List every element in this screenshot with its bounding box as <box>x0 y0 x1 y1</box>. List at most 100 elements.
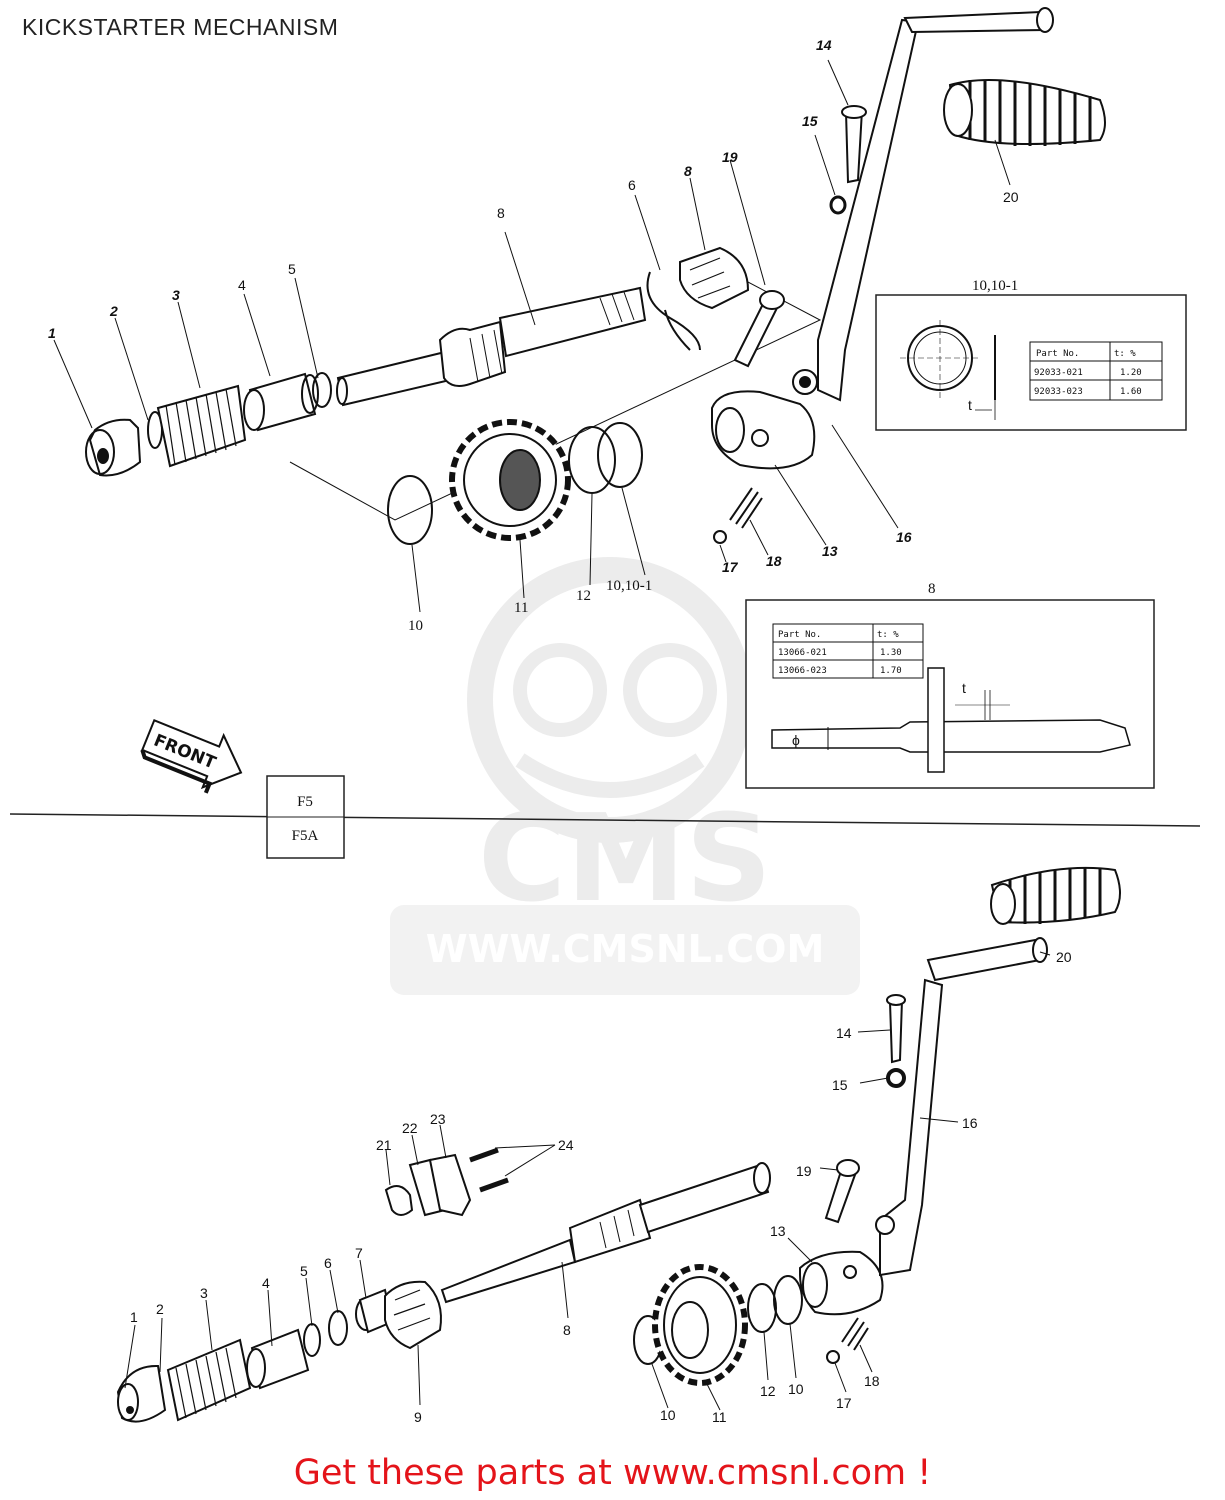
callout-top-4: 4 <box>238 277 246 293</box>
bottom-part-3-spring <box>166 1338 252 1422</box>
callout-bottom-2: 2 <box>156 1301 164 1317</box>
bottom-part-1-cap <box>116 1364 167 1423</box>
top-part-14-bolt <box>844 108 864 184</box>
detail-shaft: 8 Part No. t: % 13066-021 1.30 13066-023… <box>745 581 1155 789</box>
bottom-part-6-washer <box>328 1310 348 1346</box>
cta-link[interactable]: Get these parts at www.cmsnl.com ! <box>293 1453 932 1493</box>
bottom-assembly <box>116 866 1121 1423</box>
bottom-part-21-plate <box>384 1185 414 1216</box>
callout-bottom-1: 1 <box>130 1309 138 1325</box>
top-part-20-grip <box>943 79 1106 146</box>
top-part-17-ball <box>713 530 727 544</box>
callout-bottom-12: 12 <box>760 1383 776 1399</box>
callout-bottom-4: 4 <box>262 1275 270 1291</box>
callout-top-8a: 8 <box>497 205 505 221</box>
bottom-part-18-spring <box>841 1317 869 1351</box>
callout-top-8b: 8 <box>684 163 692 179</box>
callout-top-16: 16 <box>896 529 912 545</box>
bottom-part-23-bracket <box>428 1153 472 1217</box>
bottom-part-4-sleeve <box>246 1328 310 1390</box>
callout-bottom-16: 16 <box>962 1115 978 1131</box>
front-arrow: FRONT <box>140 719 243 794</box>
callout-bottom-8: 8 <box>563 1322 571 1338</box>
callout-top-10-10-1: 10,10-1 <box>606 578 652 594</box>
detail-ring-label: 10,10-1 <box>972 278 1018 294</box>
top-part-10-circlip <box>387 475 433 545</box>
callout-bottom-14: 14 <box>836 1025 852 1041</box>
callout-bottom-23: 23 <box>430 1111 446 1127</box>
callout-bottom-9: 9 <box>414 1409 422 1425</box>
callout-bottom-13: 13 <box>770 1223 786 1239</box>
callout-top-15: 15 <box>802 113 818 129</box>
top-assembly <box>53 7 1106 613</box>
bottom-part-10-shim <box>773 1275 803 1325</box>
top-part-8-ratchet <box>679 246 750 310</box>
bottom-part-20-grip <box>990 866 1121 925</box>
callout-top-3: 3 <box>172 287 180 303</box>
callout-top-13: 13 <box>822 543 838 559</box>
callout-bottom-7: 7 <box>355 1245 363 1261</box>
callout-bottom-5: 5 <box>300 1263 308 1279</box>
detail-shaft-r1c2: 1.30 <box>880 648 902 658</box>
callout-top-2: 2 <box>109 303 118 319</box>
callout-bottom-3: 3 <box>200 1285 208 1301</box>
detail-ring-h1: Part No. <box>1036 349 1079 359</box>
detail-ring-r2c2: 1.60 <box>1120 387 1142 397</box>
callout-top-18: 18 <box>766 553 782 569</box>
model-box: F5 F5A <box>266 775 345 859</box>
bottom-part-19-bolt <box>824 1159 860 1224</box>
section-divider <box>9 813 1201 827</box>
callout-top-10: 10 <box>408 618 423 634</box>
bottom-part-5-washer <box>303 1323 321 1357</box>
page-title: KICKSTARTER MECHANISM <box>22 14 339 40</box>
detail-shaft-r2c2: 1.70 <box>880 666 902 676</box>
callout-bottom-19: 19 <box>796 1163 812 1179</box>
bottom-part-15-washer <box>886 1068 906 1088</box>
callout-top-6: 6 <box>628 177 636 193</box>
detail-ring-r2c1: 92033-023 <box>1034 387 1083 397</box>
callout-bottom-10a: 10 <box>660 1407 676 1423</box>
callout-top-11: 11 <box>514 600 528 616</box>
callout-bottom-22: 22 <box>402 1120 418 1136</box>
callout-top-20: 20 <box>1003 189 1019 205</box>
detail-shaft-h1: Part No. <box>778 630 821 640</box>
bottom-part-13-boss <box>799 1250 884 1316</box>
top-part-11-gear <box>449 419 571 541</box>
callout-bottom-20: 20 <box>1056 949 1072 965</box>
top-part-4-sleeve <box>243 372 319 432</box>
detail-shaft-dia: ϕ <box>792 732 800 748</box>
callout-top-19: 19 <box>722 149 738 165</box>
bottom-part-14-bolt <box>888 998 904 1064</box>
callout-top-17: 17 <box>722 559 739 575</box>
bottom-part-8-shaft <box>440 1162 771 1304</box>
detail-ring-r1c1: 92033-021 <box>1034 368 1083 378</box>
detail-shaft-r2c1: 13066-023 <box>778 666 827 676</box>
watermark: CMS WWW.CMSNL.COM <box>390 557 860 995</box>
detail-shaft-label: 8 <box>928 581 936 597</box>
callout-top-5: 5 <box>288 261 296 277</box>
bottom-part-24-screws <box>469 1147 509 1193</box>
detail-ring-r1c2: 1.20 <box>1120 368 1142 378</box>
top-callouts: 1 2 3 4 5 8 6 8 19 14 15 20 10 11 12 10,… <box>48 37 1019 634</box>
top-part-10-1-shim <box>597 422 643 488</box>
watermark-brand: CMS <box>478 790 772 929</box>
callout-top-1: 1 <box>48 325 56 341</box>
callout-top-12: 12 <box>576 588 591 604</box>
bottom-part-11-gear <box>652 1264 748 1386</box>
top-part-15-washer <box>829 195 847 215</box>
callout-bottom-10b: 10 <box>788 1381 804 1397</box>
top-part-12-shim <box>568 426 616 494</box>
bottom-part-17-ball <box>826 1350 840 1364</box>
bottom-part-9-ratchet <box>384 1280 442 1350</box>
detail-ring-h2: t: % <box>1114 349 1136 359</box>
top-part-13-boss <box>711 390 816 470</box>
callout-bottom-24: 24 <box>558 1137 574 1153</box>
callout-bottom-6: 6 <box>324 1255 332 1271</box>
bottom-part-12-shim <box>747 1283 777 1333</box>
top-part-19-bolt <box>733 290 785 368</box>
detail-shaft-h2: t: % <box>877 630 899 640</box>
cta-banner: Get these parts at www.cmsnl.com ! <box>0 1453 1225 1493</box>
detail-ring: 10,10-1 t Part No. t: % 92033-021 1.20 9… <box>875 278 1187 431</box>
bottom-part-16-kick-lever <box>875 937 1048 1277</box>
